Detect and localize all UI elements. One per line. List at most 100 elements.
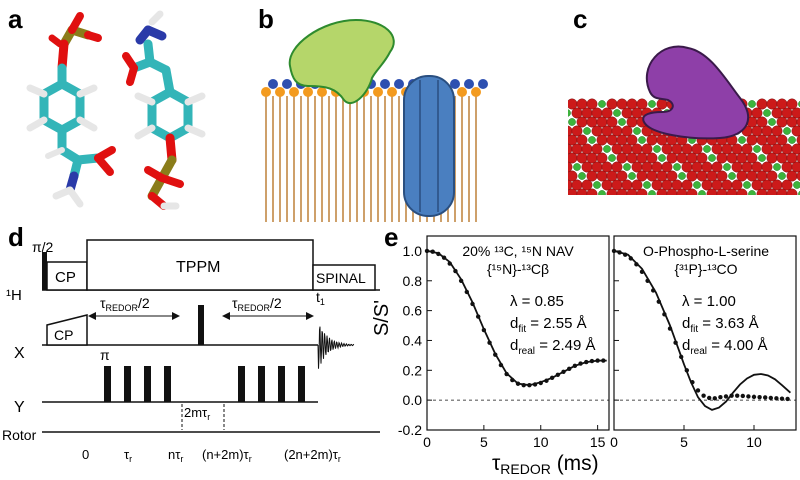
data-point (695, 388, 701, 393)
surface-atom-red (581, 179, 593, 191)
data-point (735, 393, 740, 398)
surface-atom-red (766, 152, 778, 164)
data-point (487, 340, 492, 345)
surface-atom-red (651, 161, 663, 173)
chart-frame-nav (426, 235, 610, 431)
surface-atom-red (691, 161, 703, 173)
chart-phosphoserine-lambda: λ = 1.00 (682, 293, 736, 310)
surface-atom-red (611, 179, 623, 191)
data-point (701, 393, 706, 398)
surface-atom-red (606, 188, 618, 195)
surface-atom-red (796, 170, 800, 182)
surface-atom-red (596, 134, 608, 146)
spinal-label: SPINAL (316, 270, 366, 286)
surface-atom-green (783, 127, 791, 135)
surface-atom-red (581, 107, 593, 119)
chart-nav (424, 248, 609, 401)
surface-atom-green (738, 136, 746, 144)
surface-atom-red (771, 143, 783, 155)
surface-atom-red (626, 134, 638, 146)
data-point (601, 358, 606, 363)
data-point (458, 278, 464, 283)
surface-atom-red (746, 134, 758, 146)
lipid-head-blue (478, 79, 488, 89)
surface-atom-red (586, 188, 598, 195)
surface-atom-green (698, 190, 706, 195)
surface-atom-red (686, 170, 698, 182)
surface-atom-red (557, 117, 567, 127)
surface-atom-green (793, 181, 800, 189)
pulse-sequence: π/2 CP TPPM SPINAL ¹H CP X τREDOR/2 τRED… (2, 239, 380, 464)
x-tick-label: 5 (480, 434, 488, 450)
surface-atom-red (786, 116, 798, 128)
surface-atom-red (621, 125, 633, 137)
data-point (757, 394, 762, 400)
surface-atom-red (621, 143, 633, 155)
chart-nav-dfit: dfit = 2.55 Å (510, 315, 587, 335)
surface-atom-red (751, 125, 763, 137)
surface-atom-red (636, 170, 648, 182)
x-tick-label: 15 (590, 434, 606, 450)
surface-atom-red (786, 170, 798, 182)
data-point (763, 395, 768, 400)
pi-half-pulse (42, 252, 47, 290)
chart-phosphoserine-dreal: dreal = 4.00 Å (682, 337, 768, 357)
tau-redor-left: τREDOR/2 (100, 295, 150, 313)
data-point (453, 268, 458, 274)
data-point (532, 382, 538, 387)
surface-atom-red (651, 179, 663, 191)
data-point (645, 278, 650, 283)
surface-atom-green (628, 172, 636, 180)
surface-atom-red (616, 170, 628, 182)
surface-atom-red (786, 152, 798, 164)
surface-atom-red (756, 134, 768, 146)
y-tick-label: 0.4 (403, 332, 423, 348)
surface-atom-red (557, 189, 567, 199)
surface-atom-green (593, 181, 601, 189)
data-point (555, 372, 561, 377)
y-pi-pulse (144, 366, 151, 402)
x-tick-label: 0 (423, 434, 431, 450)
data-point (673, 340, 678, 345)
surface-atom-red (568, 125, 573, 137)
surface-atom-red (576, 116, 588, 128)
y-tick-label: 1.0 (403, 243, 423, 259)
surface-atom-green (648, 100, 656, 108)
data-point (628, 256, 633, 261)
membrane-panel (261, 18, 488, 222)
data-point (527, 383, 532, 388)
surface-atom-green (638, 136, 646, 144)
lipid-head-orange (289, 87, 299, 97)
tppm-label: TPPM (176, 259, 220, 276)
rotor-tick-n2m-tau-r: (n+2m)τr (202, 447, 252, 464)
lipid-head-blue (464, 79, 474, 89)
lipid-head-orange (261, 87, 271, 97)
x-tick-label: 10 (533, 434, 549, 450)
surface-atom-red (671, 179, 683, 191)
surface-atom-red (568, 170, 578, 182)
surface-atom-red (721, 143, 733, 155)
tau-redor-right: τREDOR/2 (232, 295, 282, 313)
surface-atom-red (611, 143, 623, 155)
surface-atom-red (568, 179, 573, 191)
y-pi-pulse (238, 366, 245, 402)
surface-atom-red (771, 107, 783, 119)
data-point (510, 377, 515, 383)
y-pi-pulse (124, 366, 131, 402)
surface-atom-green (608, 154, 616, 162)
surface-atom-red (606, 98, 618, 110)
data-point (746, 394, 751, 399)
surface-atom-red (781, 179, 793, 191)
data-point (751, 394, 757, 400)
surface-atom-red (626, 116, 638, 128)
surface-atom-green (583, 127, 591, 135)
surface-atom-red (721, 179, 733, 191)
surface-atom-red (766, 188, 778, 195)
surface-atom-red (766, 134, 778, 146)
surface-atom-green (573, 163, 581, 171)
data-point (667, 326, 673, 331)
panel-label-d: d (8, 222, 24, 252)
chart-nav-title: 20% ¹³C, ¹⁵N NAV (462, 243, 574, 259)
surface-atom-red (756, 98, 768, 110)
surface-atom-red (646, 152, 658, 164)
